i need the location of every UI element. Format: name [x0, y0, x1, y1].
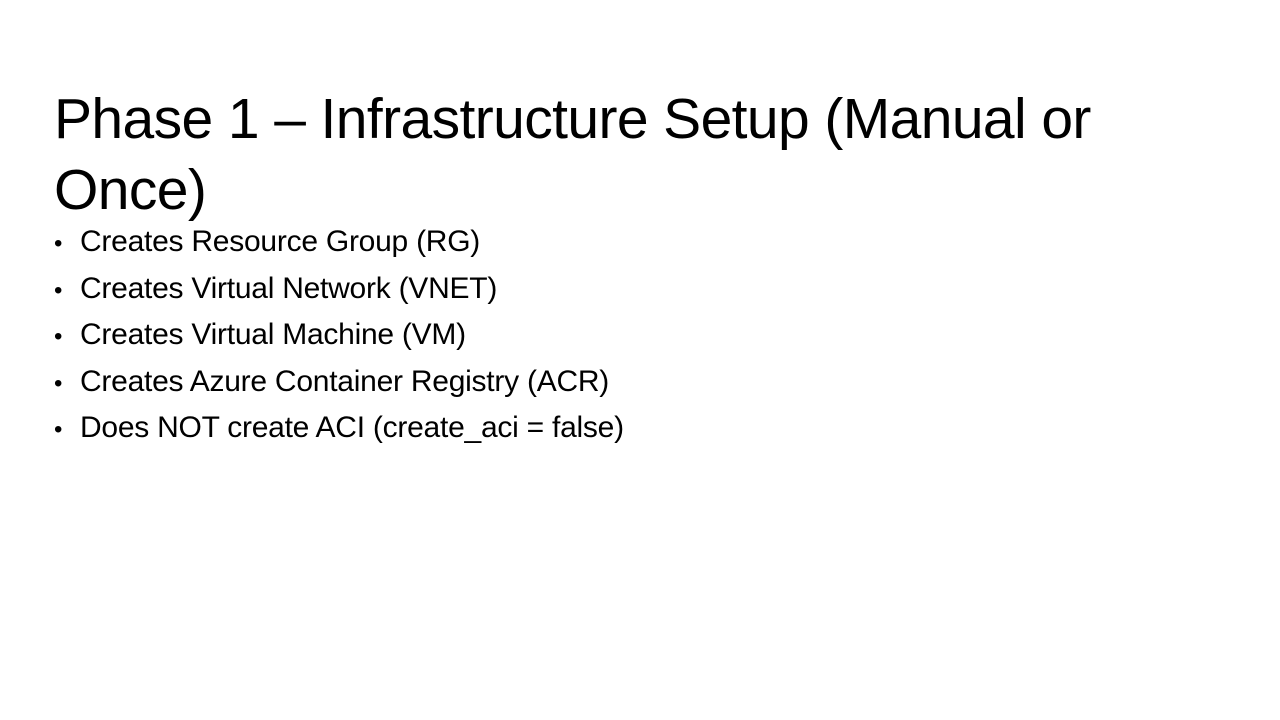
bullet-point-icon: • [54, 416, 63, 443]
list-item: • Creates Virtual Machine (VM) [54, 312, 1214, 359]
list-item: • Does NOT create ACI (create_aci = fals… [54, 405, 1214, 452]
slide-title: Phase 1 – Infrastructure Setup (Manual o… [54, 87, 1107, 223]
list-item: • Creates Virtual Network (VNET) [54, 266, 1214, 313]
slide-body: • Creates Resource Group (RG) • Creates … [54, 219, 1214, 452]
list-item-label: Does NOT create ACI (create_aci = false) [80, 411, 624, 444]
list-item-label: Creates Virtual Network (VNET) [80, 271, 498, 305]
list-item-label: Creates Resource Group (RG) [80, 225, 481, 258]
bullet-point-icon: • [54, 323, 63, 350]
bullet-point-icon: • [54, 369, 63, 397]
list-item-label: Creates Virtual Machine (VM) [80, 318, 466, 351]
bullet-list: • Creates Resource Group (RG) • Creates … [54, 219, 1214, 452]
list-item-label: Creates Azure Container Registry (ACR) [80, 364, 610, 398]
list-item: • Creates Azure Container Registry (ACR) [54, 359, 1214, 406]
list-item: • Creates Resource Group (RG) [54, 219, 1214, 266]
bullet-point-icon: • [54, 230, 63, 257]
bullet-point-icon: • [54, 276, 63, 304]
